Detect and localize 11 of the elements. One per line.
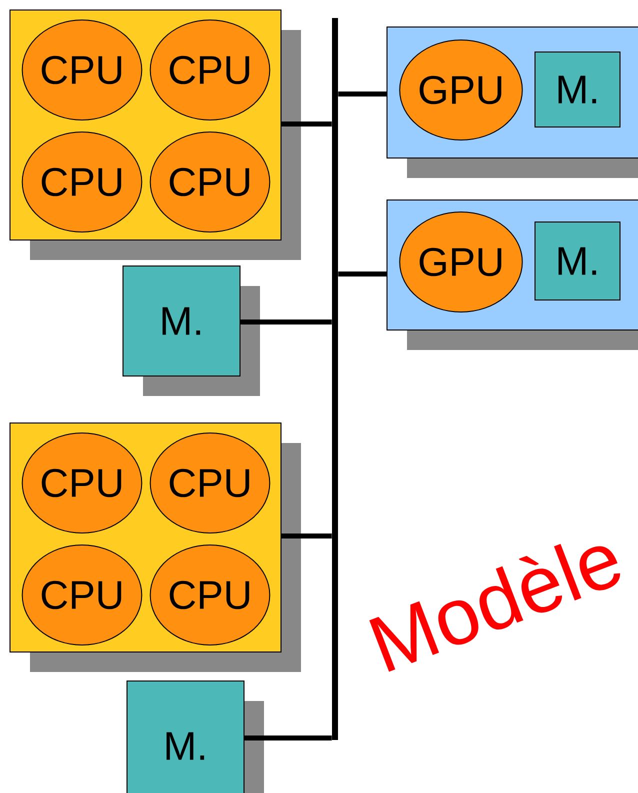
connector-line (244, 736, 332, 740)
memory-box: M. (122, 266, 260, 396)
memory-box: M. (126, 680, 264, 793)
connector-line (282, 534, 332, 538)
connector-line (338, 272, 386, 276)
connector-line (282, 122, 332, 126)
connector-line (240, 320, 332, 324)
connector-line (338, 92, 386, 96)
memory-box: M. (534, 222, 620, 300)
stamp-text: Modèle (369, 544, 620, 672)
memory-box: M. (534, 52, 620, 128)
